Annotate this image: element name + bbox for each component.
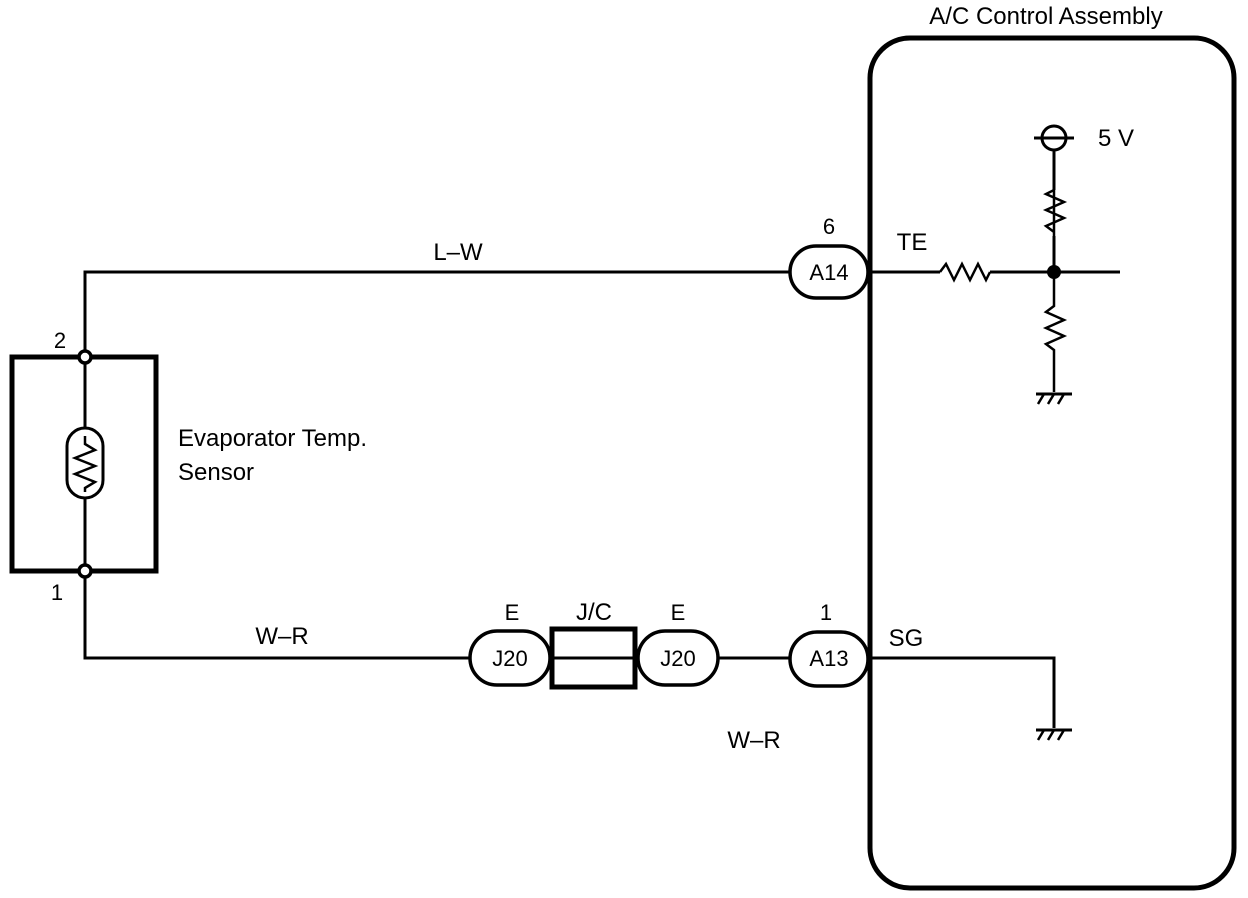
junction-connector-label: J/C <box>576 599 612 626</box>
supply-terminal-icon <box>1034 124 1074 152</box>
wire-w-r-left <box>83 577 470 660</box>
resistor-pullup <box>1042 187 1068 236</box>
connector-a14-id: A14 <box>809 260 848 285</box>
sensor-terminal-1 <box>77 563 93 579</box>
wire-l-w <box>83 270 790 351</box>
sensor-name-line2: Sensor <box>178 459 254 486</box>
control-assembly-box <box>867 35 1237 891</box>
connector-a13 <box>788 630 870 688</box>
wire-label-w-r-right: W–R <box>727 727 780 754</box>
connector-j20-left-id: J20 <box>492 646 527 671</box>
signal-sg: SG <box>889 625 924 652</box>
supply-voltage-label: 5 V <box>1098 125 1134 152</box>
connector-j20-left-pin: E <box>505 600 520 625</box>
ground-icon-upper <box>1036 392 1072 405</box>
connector-a13-id: A13 <box>809 646 848 671</box>
wire-label-l-w: L–W <box>433 239 483 266</box>
connector-j20-right-id: J20 <box>660 646 695 671</box>
resistor-pulldown <box>1042 272 1068 392</box>
connector-a14 <box>788 244 870 300</box>
sensor-pin-2: 2 <box>54 328 66 353</box>
signal-te: TE <box>897 229 928 256</box>
resistor-te <box>939 261 992 283</box>
sensor-name-line1: Evaporator Temp. <box>178 425 367 452</box>
connector-a14-pin: 6 <box>823 214 835 239</box>
control-assembly-title: A/C Control Assembly <box>929 3 1162 30</box>
connector-a13-pin: 1 <box>820 600 832 625</box>
ground-icon-lower <box>1036 728 1072 741</box>
connector-j20-right-pin: E <box>671 600 686 625</box>
thermistor-icon <box>65 426 105 500</box>
wire-sg-ground <box>870 656 1056 728</box>
sensor-terminal-2 <box>77 349 93 365</box>
wire-label-w-r-left: W–R <box>255 623 308 650</box>
sensor-pin-1: 1 <box>51 580 63 605</box>
